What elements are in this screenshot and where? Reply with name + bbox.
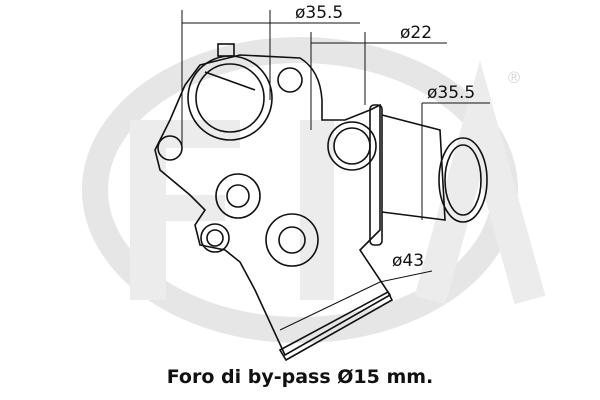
- dimension-bottom-outlet: ø43: [392, 251, 424, 271]
- thermostat-housing: [154, 43, 488, 362]
- caption: Foro di by-pass Ø15 mm.: [166, 366, 434, 388]
- dimension-top-inlet: ø35.5: [295, 3, 343, 23]
- dimension-lines: [181, 10, 490, 331]
- dimension-bypass-port: ø22: [400, 23, 432, 43]
- dimension-side-outlet: ø35.5: [427, 83, 475, 103]
- registered-mark: ®: [506, 68, 522, 87]
